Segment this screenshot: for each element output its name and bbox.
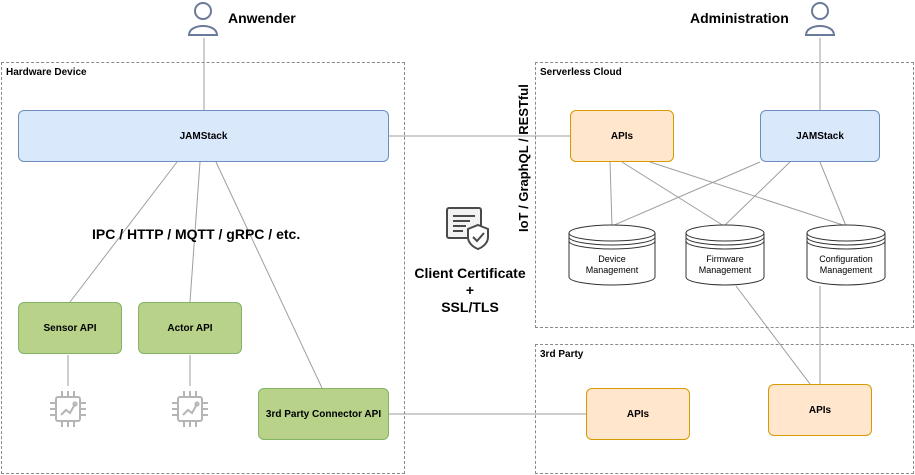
link-jamstack-actor — [189, 161, 201, 303]
hardware-jamstack-box[interactable]: JAMStack — [18, 110, 389, 162]
link-jam-firmware — [723, 161, 791, 227]
link-jamstack-connector — [215, 161, 323, 389]
third-party-label: 3rd Party — [540, 349, 584, 360]
db-label-line-2: Management — [819, 265, 873, 275]
device-management-db[interactable]: Device Management — [568, 224, 656, 286]
link-jam-config — [819, 161, 847, 227]
certificate-line-3: SSL/TLS — [441, 299, 499, 315]
chip-icon — [50, 391, 86, 427]
link-jamstack-sensor — [69, 161, 178, 303]
iot-graphql-restful-label: IoT / GraphQL / RESTful — [516, 84, 531, 232]
hardware-device-label: Hardware Device — [6, 67, 87, 78]
cloud-apis-box[interactable]: APIs — [570, 110, 674, 162]
serverless-cloud-label: Serverless Cloud — [540, 67, 622, 78]
certificate-line-2: + — [465, 282, 475, 298]
third-party-apis-left-box[interactable]: APIs — [586, 388, 690, 440]
database-icon — [568, 224, 656, 286]
db-label-line-1: Device — [598, 254, 626, 264]
third-party-connector-api-box[interactable]: 3rd Party Connector API — [258, 388, 389, 440]
link-apis-config — [649, 161, 847, 227]
certificate-text: Client Certificate + SSL/TLS — [405, 265, 535, 316]
certificate-line-1: Client Certificate — [414, 265, 526, 281]
actor-api-box[interactable]: Actor API — [138, 302, 242, 354]
db-label-line-1: Firmware — [706, 254, 744, 264]
user-icon — [804, 2, 836, 36]
sensor-api-box[interactable]: Sensor API — [18, 302, 122, 354]
db-label-line-2: Management — [698, 265, 752, 275]
user-icon — [187, 2, 219, 36]
database-icon — [685, 224, 765, 286]
database-icon — [806, 224, 886, 286]
link-firmware-3rdparty — [735, 285, 811, 385]
link-apis-firmware — [621, 161, 725, 227]
db-label-line-2: Management — [585, 265, 639, 275]
db-label-line-1: Configuration — [819, 254, 873, 264]
protocols-label: IPC / HTTP / MQTT / gRPC / etc. — [92, 226, 301, 242]
third-party-apis-right-box[interactable]: APIs — [768, 384, 872, 436]
hardware-device-group: Hardware Device — [1, 62, 405, 474]
serverless-cloud-group: Serverless Cloud — [535, 62, 914, 328]
administration-label: Administration — [690, 10, 789, 26]
link-apis-device — [609, 161, 613, 227]
anwender-label: Anwender — [228, 10, 296, 26]
certificate-icon — [446, 207, 489, 251]
configuration-management-db[interactable]: Configuration Management — [806, 224, 886, 286]
cloud-jamstack-box[interactable]: JAMStack — [760, 110, 880, 162]
third-party-group: 3rd Party — [535, 344, 914, 474]
chip-icon — [172, 391, 208, 427]
link-jam-device — [611, 161, 761, 227]
firmware-management-db[interactable]: Firmware Management — [685, 224, 765, 286]
